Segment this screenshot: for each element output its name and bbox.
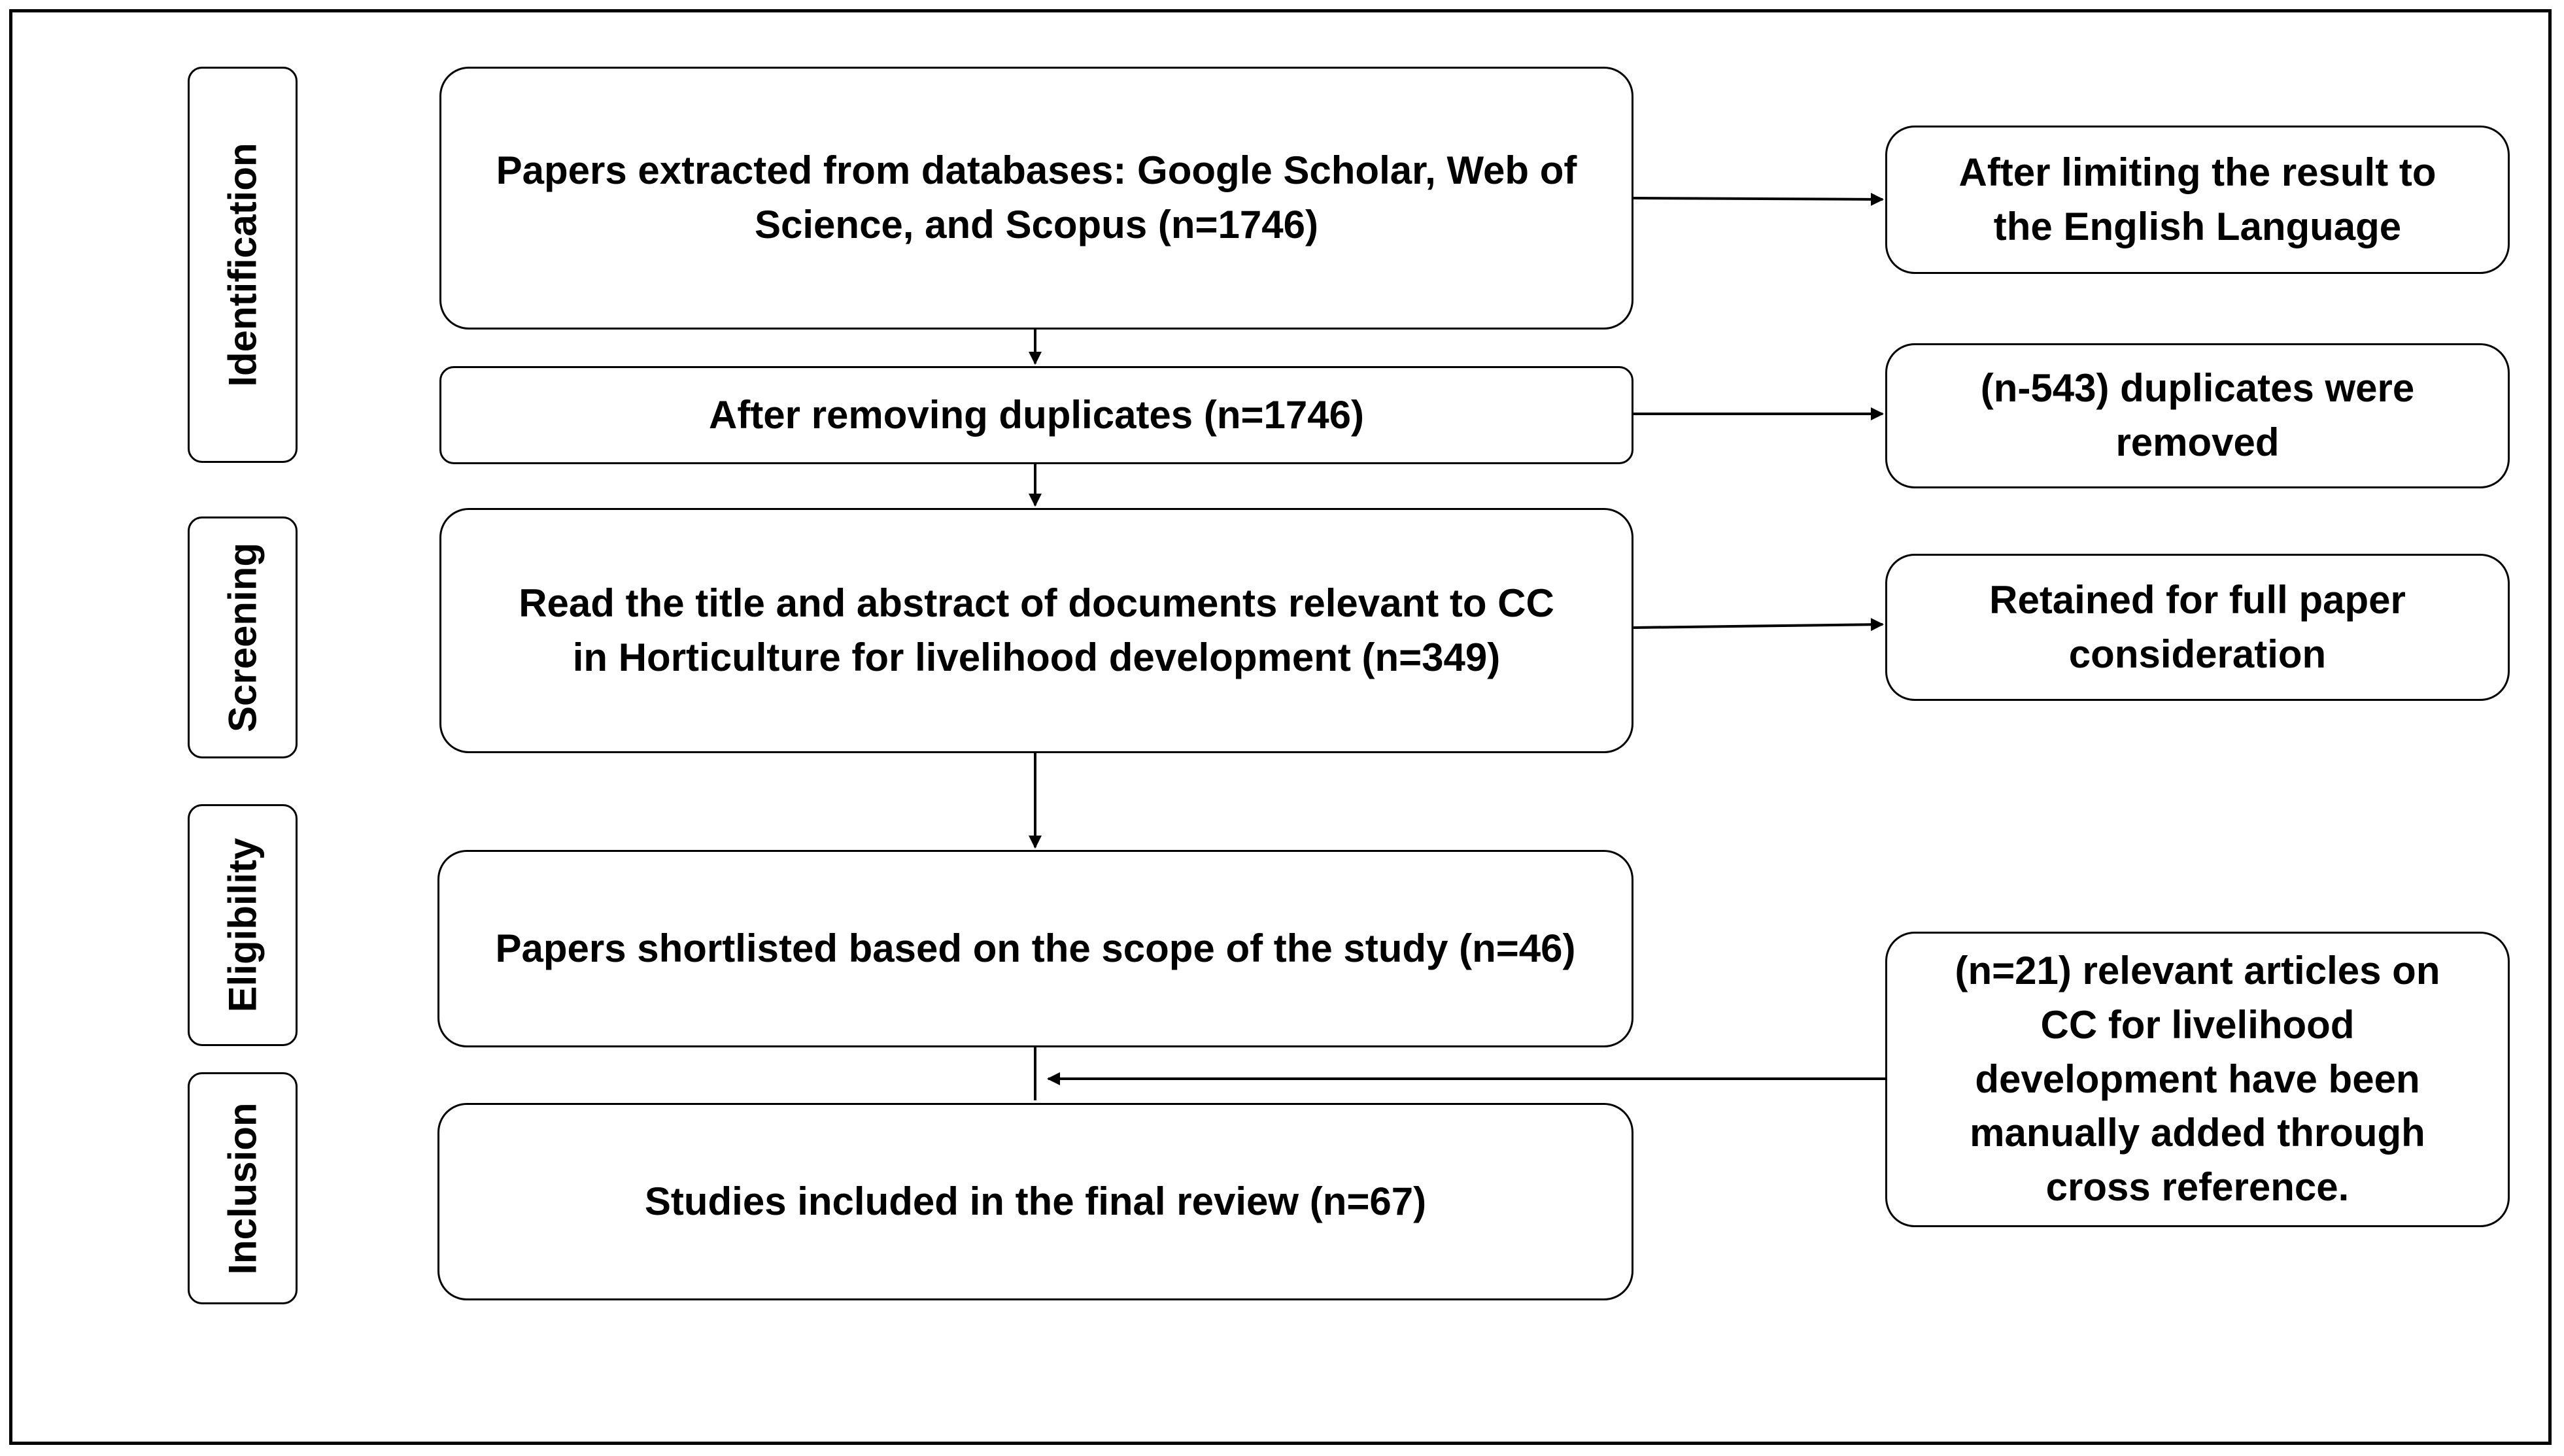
box-papers-shortlisted-text: Papers shortlisted based on the scope of… (495, 926, 1576, 970)
box-papers-extracted: Papers extracted from databases: Google … (439, 67, 1633, 330)
box-after-removing-duplicates-text: After removing duplicates (n=1746) (709, 392, 1364, 437)
box-studies-included-text: Studies included in the final review (n=… (644, 1179, 1427, 1223)
box-papers-shortlisted: Papers shortlisted based on the scope of… (437, 850, 1633, 1047)
stage-inclusion: Inclusion (188, 1072, 298, 1304)
box-duplicates-removed-text: (n-543) duplicates were removed (1980, 366, 2415, 464)
box-manually-added-text: (n=21) relevant articles on CC for livel… (1955, 949, 2440, 1210)
stage-eligibility: Eligibility (188, 804, 298, 1046)
box-studies-included: Studies included in the final review (n=… (437, 1103, 1633, 1300)
box-english-language-text: After limiting the result to the English… (1958, 150, 2436, 248)
box-retained-full-paper: Retained for full paper consideration (1885, 554, 2510, 701)
stage-identification: Identification (188, 67, 298, 463)
box-retained-full-paper-text: Retained for full paper consideration (1989, 577, 2406, 676)
diagram-frame (9, 9, 2552, 1445)
box-duplicates-removed: (n-543) duplicates were removed (1885, 343, 2510, 488)
box-english-language: After limiting the result to the English… (1885, 126, 2510, 274)
box-manually-added: (n=21) relevant articles on CC for livel… (1885, 932, 2510, 1227)
box-papers-extracted-text: Papers extracted from databases: Google … (496, 148, 1577, 246)
arrow-to-english-language (1633, 192, 1884, 206)
box-after-removing-duplicates: After removing duplicates (n=1746) (439, 366, 1633, 464)
arrow-to-retained (1633, 618, 1884, 632)
stage-screening: Screening (188, 516, 298, 758)
box-title-abstract-screening-text: Read the title and abstract of documents… (519, 581, 1554, 679)
box-title-abstract-screening: Read the title and abstract of documents… (439, 508, 1633, 753)
